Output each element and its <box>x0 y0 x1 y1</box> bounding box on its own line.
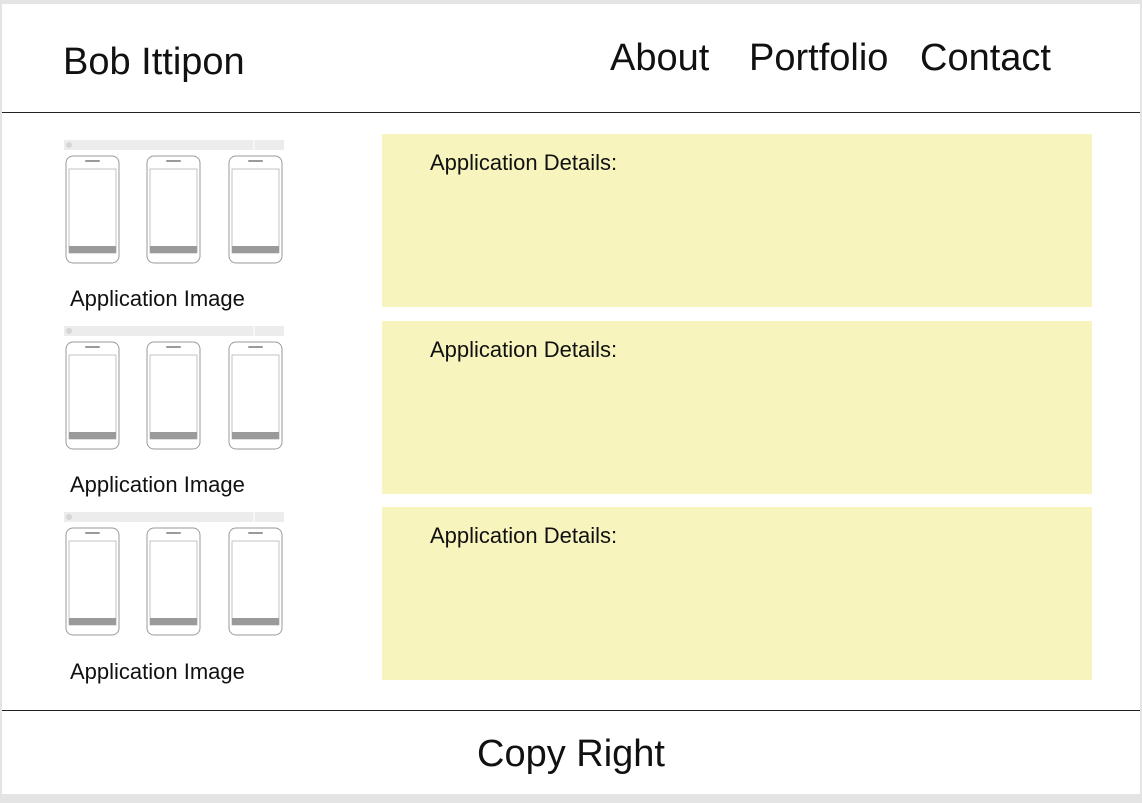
phones-wireframe-icon <box>64 326 284 450</box>
application-details-panel: Application Details: <box>382 507 1092 680</box>
nav-portfolio-link[interactable]: Portfolio <box>749 37 889 79</box>
application-details-label: Application Details: <box>430 337 618 362</box>
phones-wireframe-icon <box>64 140 284 264</box>
application-details-panel: Application Details: <box>382 134 1092 307</box>
application-image <box>64 324 284 450</box>
application-image <box>64 510 284 636</box>
nav-about-link[interactable]: About <box>610 37 710 79</box>
application-image <box>64 138 284 264</box>
copyright-text: Copy Right <box>477 733 665 775</box>
header-divider <box>2 112 1140 113</box>
phones-wireframe-icon <box>64 512 284 636</box>
application-image-label: Application Image <box>70 659 245 684</box>
application-details-panel: Application Details: <box>382 321 1092 494</box>
application-details-label: Application Details: <box>430 150 618 175</box>
application-details-label: Application Details: <box>430 523 618 548</box>
application-image-label: Application Image <box>70 472 245 497</box>
footer-divider <box>2 710 1140 711</box>
application-image-label: Application Image <box>70 286 245 311</box>
site-title[interactable]: Bob Ittipon <box>63 41 245 83</box>
nav-contact-link[interactable]: Contact <box>920 37 1051 79</box>
